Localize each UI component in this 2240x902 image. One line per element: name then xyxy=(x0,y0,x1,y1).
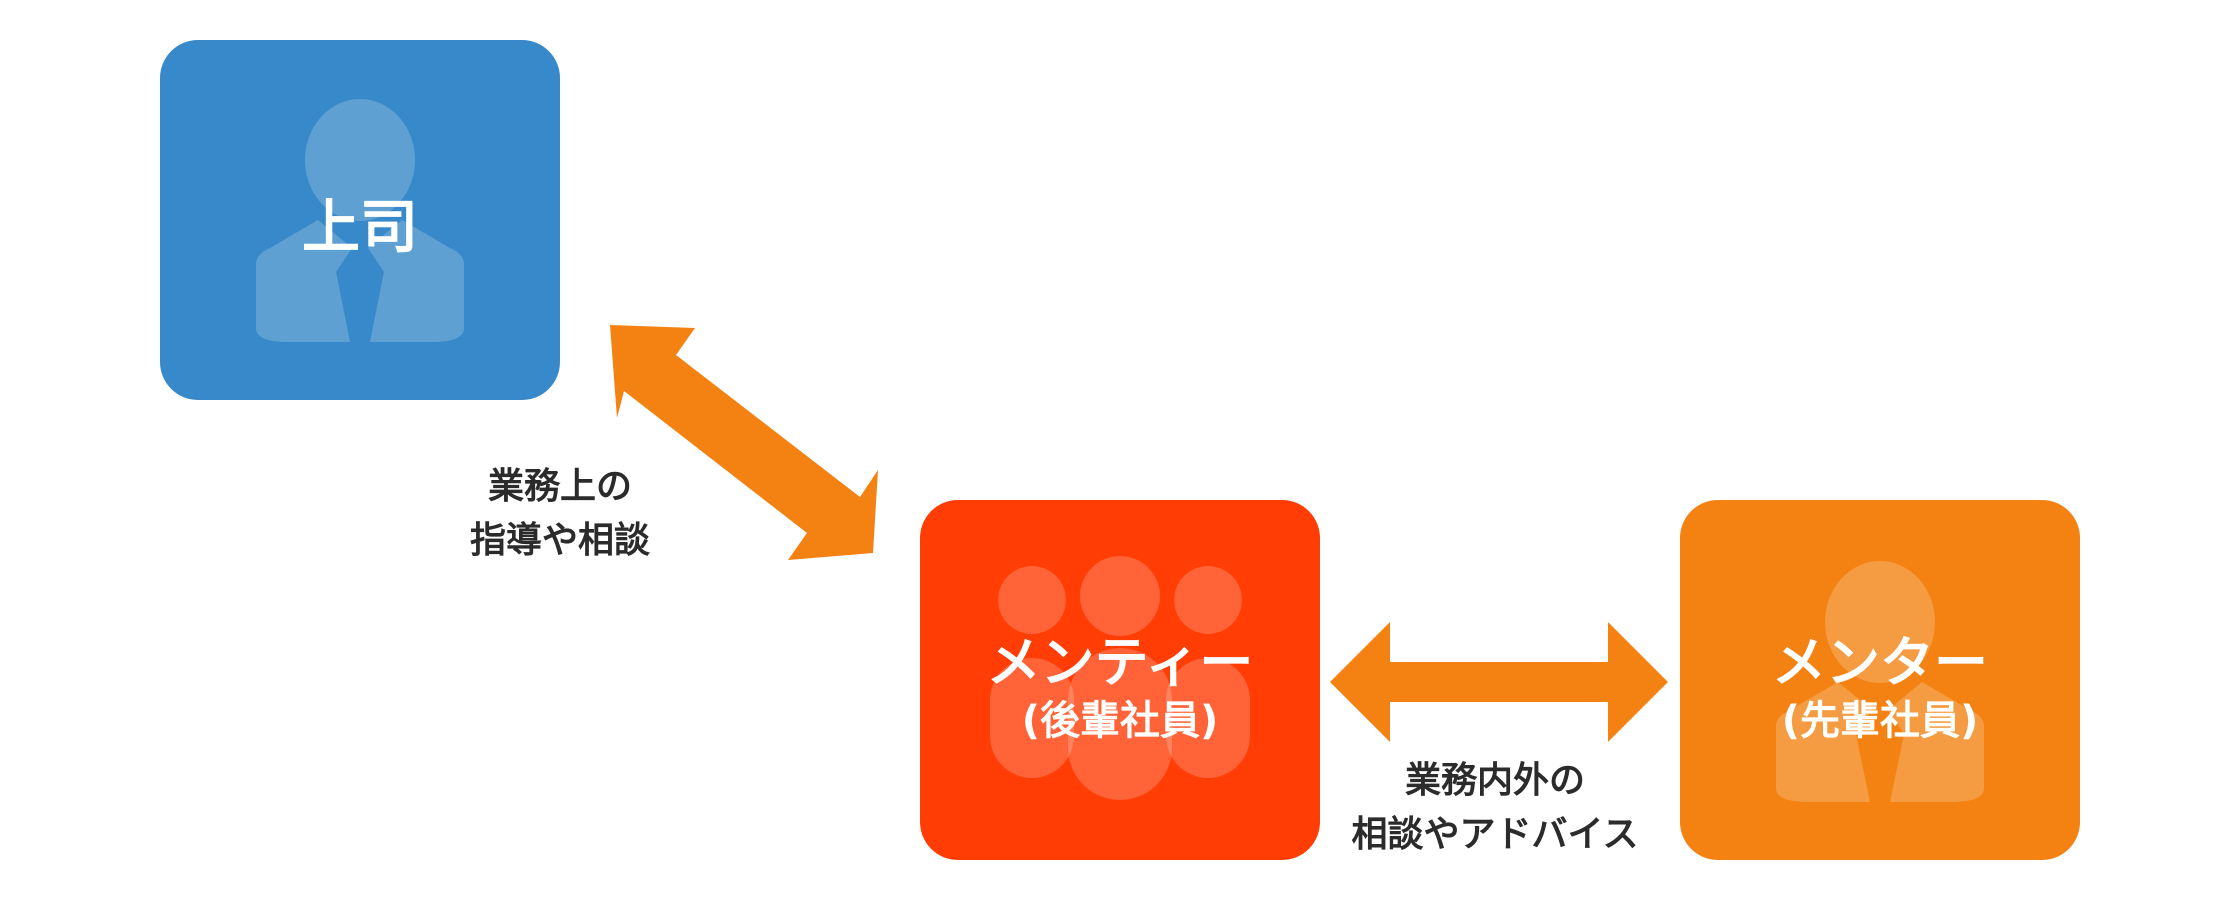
mentee-sublabel: (後輩社員) xyxy=(1021,698,1219,744)
mentor-label: メンター xyxy=(1772,631,1988,694)
double-arrow-horizontal-icon xyxy=(1330,622,1668,742)
caption-line-2: 相談やアドバイス xyxy=(1351,814,1639,855)
double-arrow-diagonal-icon xyxy=(610,325,878,560)
caption-line-1: 業務内外の xyxy=(1404,760,1585,801)
mentee-box: メンティー (後輩社員) xyxy=(920,500,1320,860)
edge-caption-boss-mentee: 業務上の 指導や相談 xyxy=(440,460,680,568)
edge-caption-mentee-mentor: 業務内外の 相談やアドバイス xyxy=(1325,754,1665,862)
caption-line-2: 指導や相談 xyxy=(469,520,650,561)
mentee-label: メンティー xyxy=(986,631,1254,694)
boss-box: 上司 xyxy=(160,40,560,400)
boss-label: 上司 xyxy=(301,193,418,261)
mentor-box: メンター (先輩社員) xyxy=(1680,500,2080,860)
person-silhouette-icon xyxy=(256,99,464,342)
person-silhouette-icon xyxy=(1776,561,1984,802)
group-silhouette-icon xyxy=(990,556,1250,800)
caption-line-1: 業務上の xyxy=(487,466,632,507)
mentor-sublabel: (先輩社員) xyxy=(1781,698,1979,744)
